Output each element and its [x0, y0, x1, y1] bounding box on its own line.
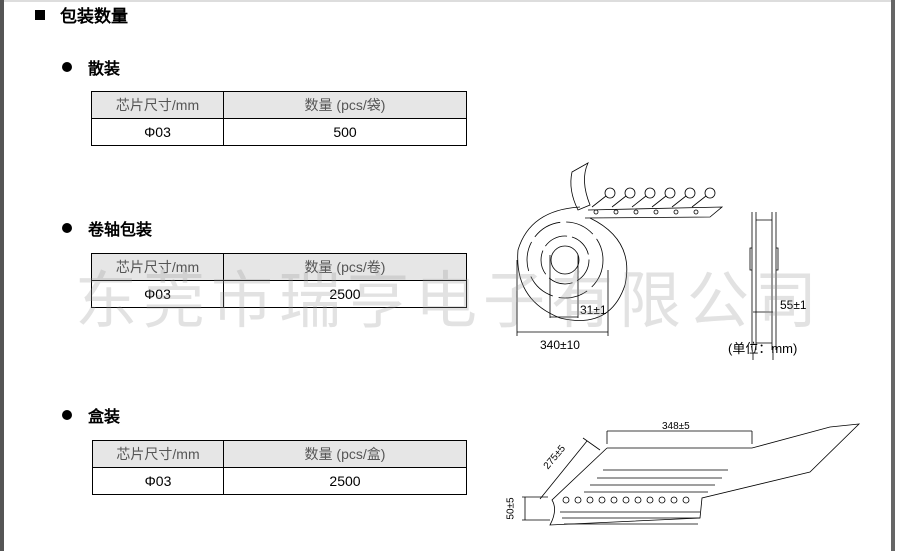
cell: 2500	[223, 467, 467, 495]
subsection-reel: 卷轴包装	[62, 216, 152, 240]
reel-diagram	[516, 162, 779, 360]
reel-width-dimension: 55±1	[780, 298, 807, 312]
header-cell: 数量 (pcs/卷)	[223, 253, 467, 281]
header-cell: 芯片尺寸/mm	[91, 253, 224, 281]
reel-inner-dimension: 31±1	[580, 303, 607, 317]
subsection-title: 盒装	[88, 407, 121, 426]
cell: Φ03	[92, 467, 224, 495]
box-length-dimension: 348±5	[662, 421, 690, 432]
bullet-icon	[62, 410, 72, 420]
subsection-bulk: 散装	[62, 55, 120, 79]
section-title-text: 包装数量	[60, 7, 128, 27]
cell: Φ03	[91, 118, 224, 146]
cell: Φ03	[91, 280, 224, 308]
left-border	[0, 0, 4, 551]
right-scrollbar[interactable]	[891, 0, 895, 551]
header-cell: 芯片尺寸/mm	[91, 91, 224, 119]
box-diagram	[522, 423, 861, 526]
subsection-title: 卷轴包装	[88, 220, 153, 239]
header-cell: 数量 (pcs/袋)	[223, 91, 467, 119]
watermark: 东莞市瑞亨电子有限公司	[75, 264, 824, 337]
cell: 2500	[223, 280, 467, 308]
header-cell: 芯片尺寸/mm	[92, 440, 224, 468]
reel-outer-dimension: 340±10	[540, 338, 580, 352]
unit-label: (单位：mm)	[728, 341, 798, 356]
subsection-box: 盒装	[62, 403, 120, 427]
box-components	[562, 496, 690, 504]
top-border	[4, 0, 891, 2]
subsection-title: 散装	[88, 59, 121, 78]
box-height-dimension: 50±5	[505, 497, 517, 520]
square-bullet-icon	[35, 9, 45, 20]
tape-components	[591, 187, 716, 215]
bullet-icon	[62, 223, 72, 233]
bullet-icon	[62, 62, 72, 72]
cell: 500	[223, 118, 467, 146]
header-cell: 数量 (pcs/盒)	[223, 440, 467, 468]
section-title: 包装数量	[35, 2, 128, 27]
